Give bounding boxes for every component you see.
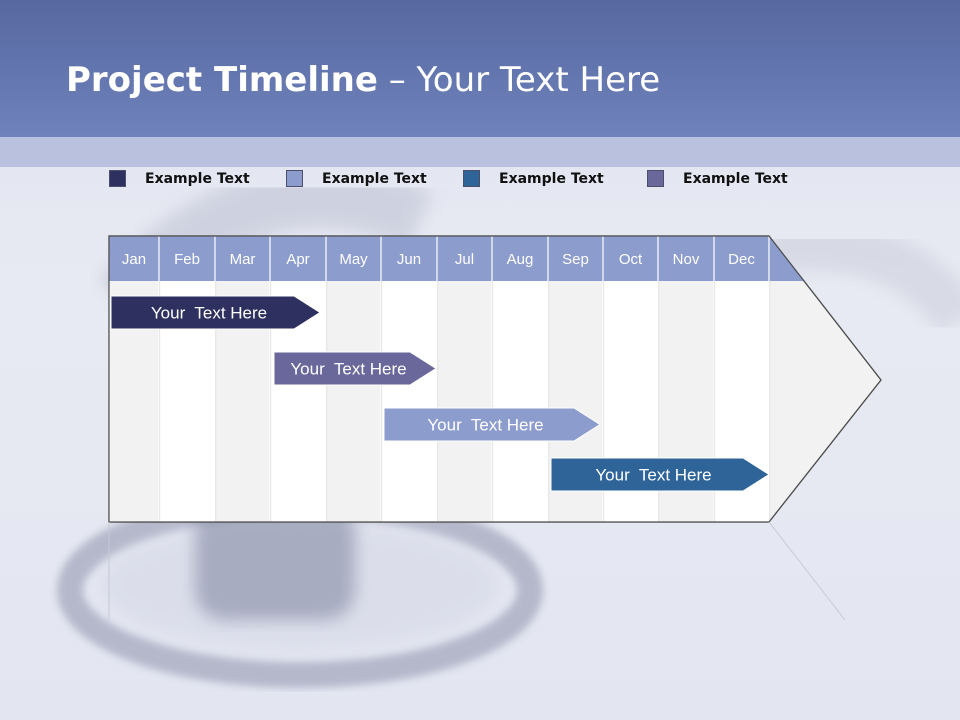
month-label: Jan xyxy=(122,251,146,268)
month-label: Apr xyxy=(286,251,309,268)
task-label: Your Text Here xyxy=(427,416,543,435)
month-header-cell xyxy=(492,236,548,281)
task-bar xyxy=(110,295,321,330)
reflection-line xyxy=(768,521,846,621)
month-header-cell xyxy=(109,236,159,281)
month-header-cell xyxy=(437,236,492,281)
month-label: Oct xyxy=(619,251,643,268)
legend-label: Example Text xyxy=(683,170,788,187)
month-label: Sep xyxy=(562,251,589,268)
month-label: Jul xyxy=(455,251,474,268)
legend-swatch xyxy=(109,170,126,187)
month-header-cell xyxy=(603,236,658,281)
legend-item: Example Text xyxy=(109,170,250,187)
legend-item: Example Text xyxy=(647,170,788,187)
month-header-cell xyxy=(326,236,381,281)
month-header-cell xyxy=(381,236,437,281)
slide-title: Project Timeline – Your Text Here xyxy=(66,60,660,100)
month-label: Feb xyxy=(174,251,200,268)
month-label: Nov xyxy=(673,251,700,268)
month-column xyxy=(437,281,492,522)
legend-label: Example Text xyxy=(145,170,250,187)
month-label: May xyxy=(339,251,368,268)
month-header-cell xyxy=(215,236,270,281)
task-label: Your Text Here xyxy=(290,360,406,379)
month-column xyxy=(326,281,381,522)
legend-swatch xyxy=(286,170,303,187)
legend-item: Example Text xyxy=(463,170,604,187)
title-rest: – Your Text Here xyxy=(377,60,661,100)
month-label: Dec xyxy=(728,251,755,268)
month-label: Mar xyxy=(230,251,256,268)
legend-swatch xyxy=(647,170,664,187)
month-header-cell xyxy=(159,236,215,281)
legend: Example Text Example Text Example Text E… xyxy=(0,170,960,196)
month-header-cell xyxy=(270,236,326,281)
header-band xyxy=(0,137,960,167)
task-bar xyxy=(383,407,601,442)
task-bar xyxy=(273,351,437,386)
task-label: Your Text Here xyxy=(151,304,267,323)
month-header-cell xyxy=(548,236,603,281)
month-header-cell xyxy=(658,236,714,281)
month-header-cell xyxy=(714,236,769,281)
title-bar xyxy=(0,0,960,137)
legend-label: Example Text xyxy=(499,170,604,187)
month-column xyxy=(492,281,548,522)
legend-swatch xyxy=(463,170,480,187)
month-column xyxy=(381,281,437,522)
legend-item: Example Text xyxy=(286,170,427,187)
task-label: Your Text Here xyxy=(595,466,711,485)
task-bar xyxy=(550,457,770,492)
month-label: Aug xyxy=(507,251,534,268)
month-label: Jun xyxy=(397,251,421,268)
title-bold: Project Timeline xyxy=(66,60,378,100)
timeline-outline xyxy=(108,235,882,523)
legend-label: Example Text xyxy=(322,170,427,187)
